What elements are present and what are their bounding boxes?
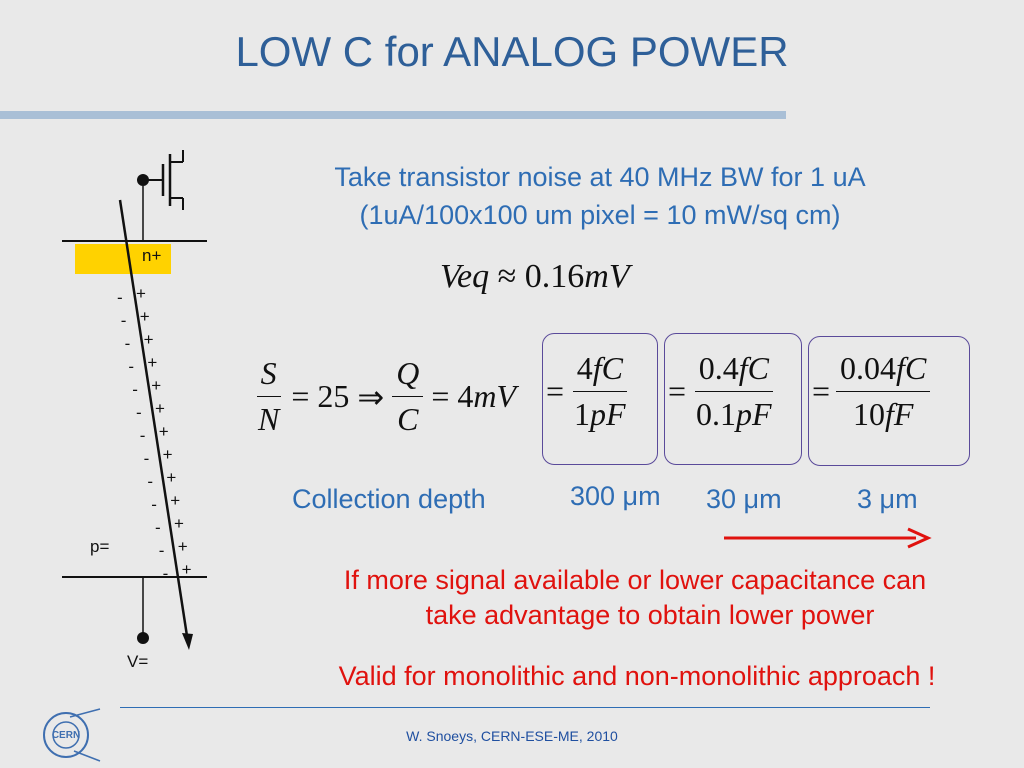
n-plus-region	[75, 244, 171, 274]
plus-charge: +	[136, 284, 146, 303]
detector-cross-section-diagram	[62, 150, 207, 650]
minus-charge: -	[158, 541, 165, 560]
depth-3um: 3 μm	[857, 484, 918, 514]
depth-30um: 30 μm	[706, 484, 782, 514]
plus-charge: +	[174, 514, 184, 533]
title-underline-bar	[0, 111, 786, 119]
minus-charge: -	[136, 403, 142, 422]
cern-logo: CERN	[43, 708, 101, 762]
slide-title: LOW C for ANALOG POWER	[235, 28, 789, 75]
conclusion-line1: If more signal available or lower capaci…	[343, 565, 927, 595]
minus-charge: -	[120, 311, 127, 330]
minus-charge: -	[139, 426, 146, 445]
minus-charge: -	[147, 472, 154, 491]
plus-charge: +	[158, 422, 169, 441]
minus-charge: -	[162, 564, 169, 583]
minus-charge: -	[128, 357, 135, 376]
plus-charge: +	[162, 445, 173, 464]
validity-note: Valid for monolithic and non-monolithic …	[338, 661, 936, 691]
n-plus-label: n+	[142, 246, 162, 265]
back-contact-node	[137, 632, 149, 644]
cern-logo-text: CERN	[52, 730, 80, 741]
plus-charge: +	[139, 307, 150, 326]
minus-charge: -	[132, 380, 138, 399]
plus-charge: +	[151, 376, 162, 395]
footer-divider	[120, 707, 930, 708]
minus-charge: -	[143, 449, 150, 468]
plus-charge: +	[177, 537, 188, 556]
plus-charge: +	[181, 560, 192, 579]
transistor-symbol	[137, 150, 184, 210]
minus-charge: -	[151, 495, 157, 514]
depth-300um: 300 μm	[570, 481, 661, 511]
p-region-label: p=	[90, 537, 110, 556]
fraction-box-1pf	[542, 333, 658, 465]
noise-assumption-line2: (1uA/100x100 um pixel = 10 mW/sq cm)	[359, 200, 841, 230]
fraction-box-10ff	[808, 336, 970, 466]
particle-track-arrow	[118, 199, 189, 637]
veq-equation: Veq ≈ 0.16mV	[440, 258, 630, 295]
plus-charge: +	[155, 399, 165, 418]
collection-depth-label: Collection depth	[292, 484, 486, 514]
trend-arrow	[724, 527, 932, 549]
fraction-box-0p1pf	[664, 333, 802, 465]
v-bias-label: V=	[127, 652, 149, 671]
plus-charge: +	[147, 353, 158, 372]
minus-charge: -	[155, 518, 161, 537]
footer-credit: W. Snoeys, CERN-ESE-ME, 2010	[406, 728, 618, 744]
minus-charge: -	[124, 334, 131, 353]
minus-charge: -	[117, 288, 123, 307]
plus-charge: +	[143, 330, 154, 349]
plus-charge: +	[170, 491, 181, 510]
conclusion-line2: take advantage to obtain lower power	[425, 600, 875, 630]
plus-charge: +	[166, 468, 177, 487]
noise-assumption-line1: Take transistor noise at 40 MHz BW for 1…	[334, 162, 866, 192]
